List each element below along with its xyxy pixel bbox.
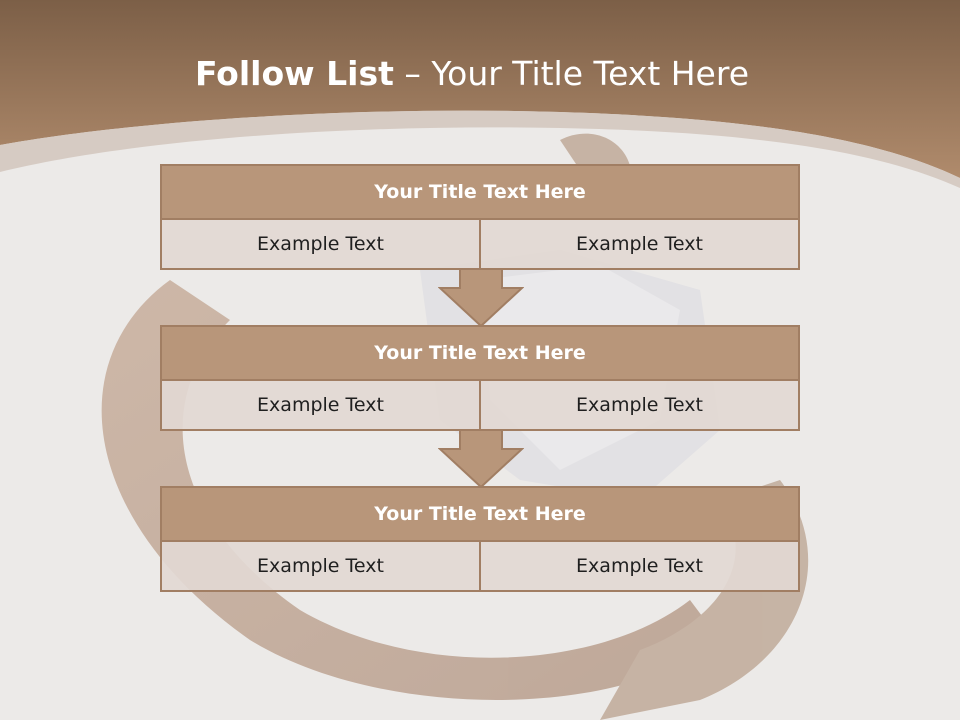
list-block-1: Your Title Text Here Example Text Exampl…	[160, 164, 800, 270]
header-band	[0, 0, 960, 178]
down-arrow-icon	[438, 268, 524, 328]
block-cell-right: Example Text	[481, 542, 800, 592]
slide-title-rest: – Your Title Text Here	[404, 54, 750, 93]
block-cell-left: Example Text	[160, 381, 481, 431]
block-row: Example Text Example Text	[160, 220, 800, 270]
block-header: Your Title Text Here	[160, 164, 800, 220]
list-block-3: Your Title Text Here Example Text Exampl…	[160, 486, 800, 592]
slide-title: Follow List – Your Title Text Here	[0, 54, 944, 93]
block-cell-left: Example Text	[160, 542, 481, 592]
slide-title-bold: Follow List	[194, 54, 394, 93]
block-row: Example Text Example Text	[160, 542, 800, 592]
block-cell-right: Example Text	[481, 381, 800, 431]
block-cell-right: Example Text	[481, 220, 800, 270]
header-swoosh	[0, 110, 960, 188]
block-cell-left: Example Text	[160, 220, 481, 270]
down-arrow-icon	[438, 429, 524, 489]
block-header: Your Title Text Here	[160, 325, 800, 381]
list-block-2: Your Title Text Here Example Text Exampl…	[160, 325, 800, 431]
block-header: Your Title Text Here	[160, 486, 800, 542]
block-row: Example Text Example Text	[160, 381, 800, 431]
